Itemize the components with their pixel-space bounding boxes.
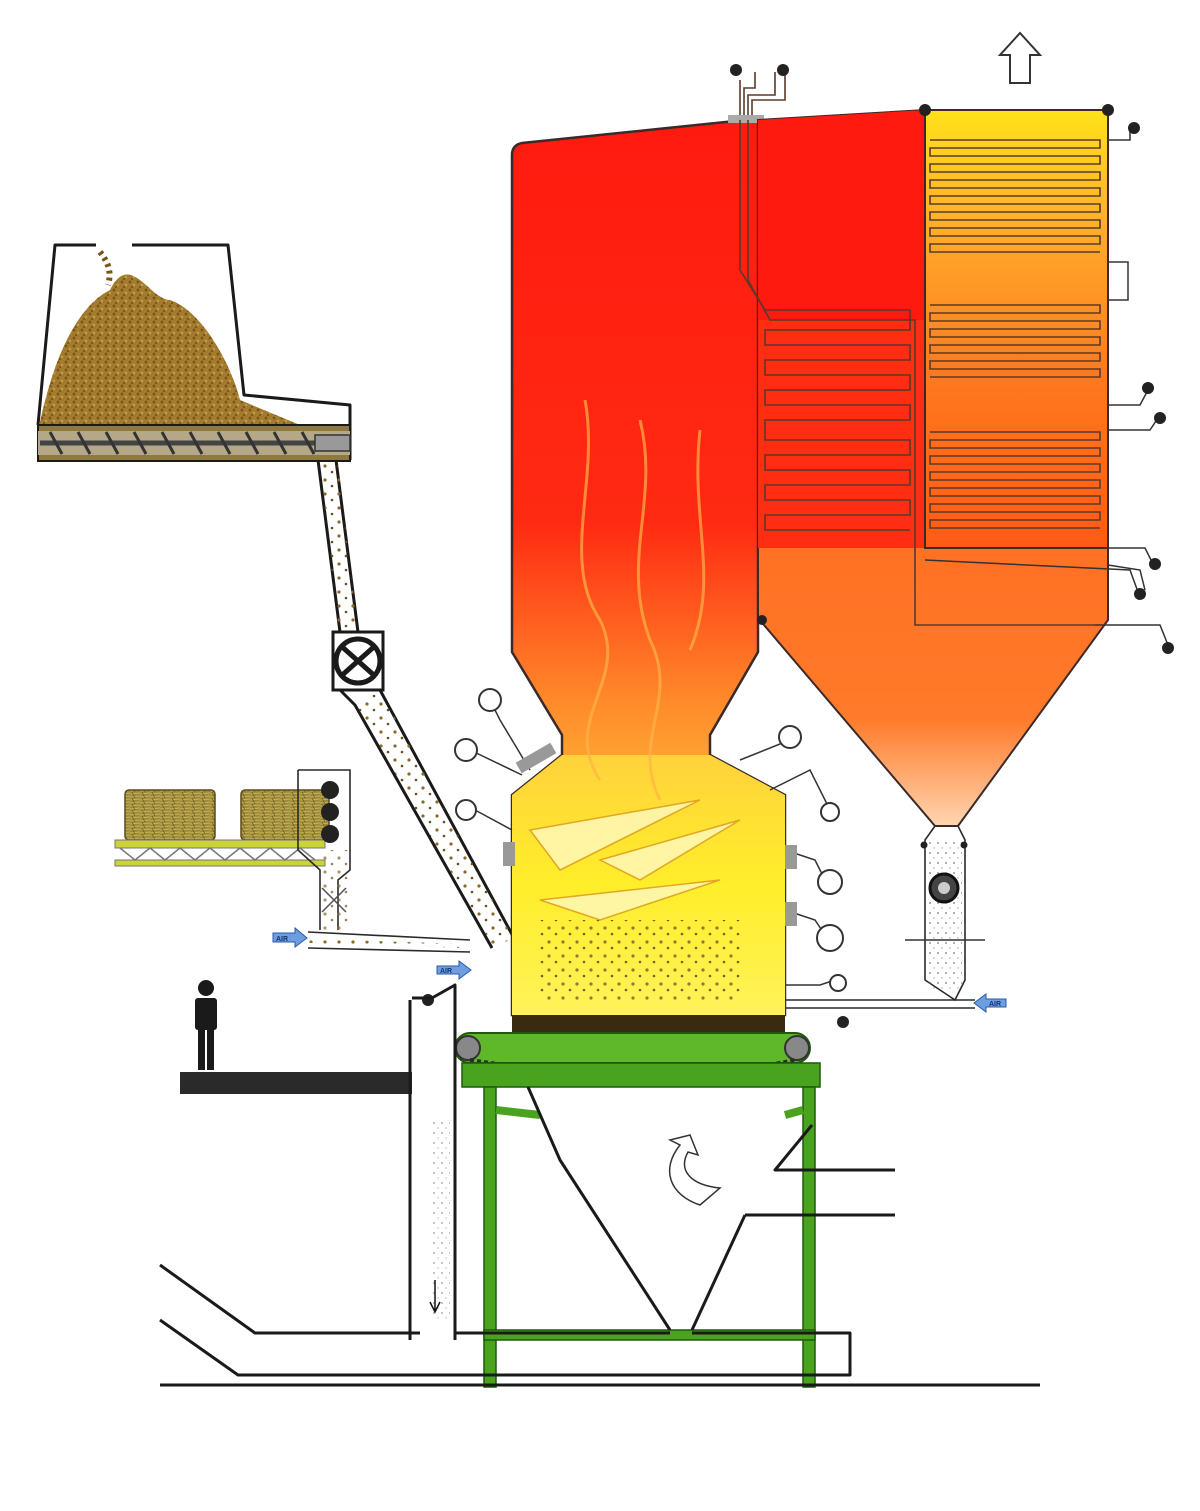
header-nodes	[757, 104, 1114, 625]
up-arrow-outline-icon	[997, 31, 1043, 84]
superheater-tubes	[739, 120, 1095, 626]
blue-arrow-icon	[436, 960, 472, 980]
furnace-ports-right	[739, 725, 847, 992]
screw-conveyor	[40, 431, 351, 455]
furnace	[510, 118, 787, 1017]
air-label: AIR	[276, 936, 288, 943]
person-icon	[195, 980, 217, 1070]
ash-hopper	[159, 983, 1040, 1387]
air-inlet-left: AIR	[272, 926, 308, 948]
moving-grate	[422, 994, 849, 1077]
economizer	[924, 109, 1174, 654]
air-inlet-mid: AIR	[436, 960, 472, 980]
blue-arrow-icon	[272, 926, 308, 948]
air-inlet-right: AIR	[973, 993, 1007, 1013]
ash-rotary-valve	[905, 825, 985, 1002]
air-label: AIR	[440, 968, 452, 975]
feed-chute	[316, 459, 517, 949]
top-steam-pipes	[728, 64, 789, 123]
bale-conveyor	[114, 789, 330, 867]
second-pass	[739, 108, 1109, 827]
fuel-hopper	[36, 243, 352, 462]
blue-arrow-icon	[973, 993, 1007, 1013]
support-frame	[461, 1062, 821, 1388]
operator-platform	[180, 1072, 412, 1094]
curved-arrow-icon	[667, 1134, 722, 1206]
falling-biomass	[97, 250, 113, 286]
air-duct-right: AIR	[785, 993, 1007, 1013]
air-label: AIR	[989, 1001, 1001, 1008]
furnace-ports-left	[454, 688, 557, 866]
down-arrow-icon	[429, 1280, 441, 1314]
bale-shredder	[297, 769, 351, 930]
air-duct-upper	[279, 931, 471, 953]
